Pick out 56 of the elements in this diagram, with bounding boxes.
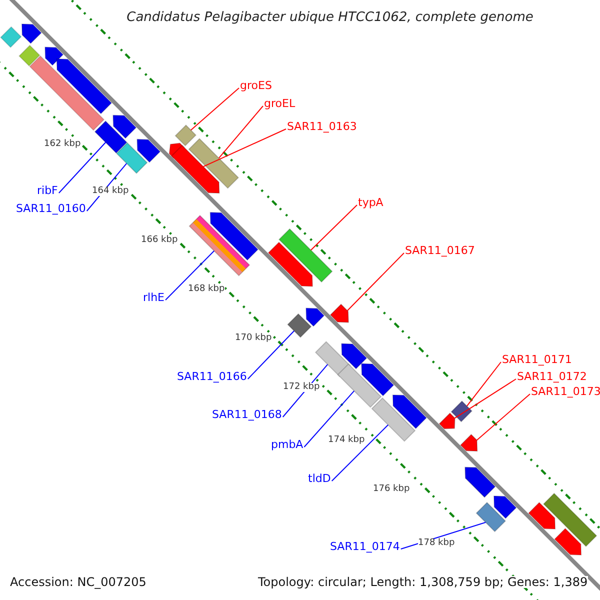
gene-label: SAR11_0163 <box>287 121 357 132</box>
leader-line <box>476 394 530 441</box>
gene-label: SAR11_0171 <box>502 354 572 365</box>
gene-label: groES <box>240 80 272 91</box>
gene-label: SAR11_0173 <box>531 386 600 397</box>
scale-label: 170 kbp <box>235 334 272 343</box>
gene-label: SAR11_0166 <box>177 371 247 382</box>
gene-feature <box>174 124 197 146</box>
gene-label: ribF <box>37 185 58 196</box>
gene-feature <box>287 313 312 338</box>
scale-label: 174 kbp <box>328 436 365 445</box>
scale-label: 168 kbp <box>188 285 225 294</box>
gene-label: SAR11_0168 <box>212 409 282 420</box>
scale-label: 164 kbp <box>92 187 129 196</box>
leader-line <box>247 330 295 380</box>
gene-label: groEL <box>264 98 296 109</box>
gene-label: typA <box>358 197 384 208</box>
gene-feature <box>371 397 416 442</box>
leader-line <box>304 390 355 448</box>
leader-line <box>58 142 106 194</box>
gene-feature <box>337 363 382 408</box>
scale-label: 162 kbp <box>44 140 81 149</box>
gene-feature <box>438 412 456 430</box>
leader-line <box>165 250 215 300</box>
gene-feature <box>278 228 333 283</box>
gene-feature <box>476 502 506 532</box>
footer-text: Topology: circular; Length: 1,308,759 bp; Genes: 1,389 <box>258 576 588 588</box>
gene-label: rlhE <box>143 292 165 303</box>
gene-feature <box>188 138 240 189</box>
gene-label: SAR11_0167 <box>405 245 475 256</box>
gene-label: SAR11_0174 <box>330 541 400 552</box>
scale-label: 176 kbp <box>373 485 410 494</box>
leader-line <box>218 106 264 159</box>
gene-label: pmbA <box>271 439 304 450</box>
gene-label: tldD <box>308 473 331 484</box>
footer-text: Accession: NC_007205 <box>10 576 146 588</box>
leader-line <box>202 128 286 168</box>
gene-label: SAR11_0160 <box>16 203 86 214</box>
gene-feature <box>464 466 496 498</box>
leader-line <box>454 378 516 419</box>
gene-feature <box>450 400 473 422</box>
scale-label: 178 kbp <box>418 539 455 548</box>
leader-line <box>466 362 502 407</box>
title: Candidatus Pelagibacter ubique HTCC1062, complete genome <box>126 11 534 24</box>
gene-feature <box>170 144 220 194</box>
gene-feature <box>330 304 349 323</box>
gene-label: SAR11_0172 <box>517 371 587 382</box>
gene-feature <box>94 120 128 154</box>
leader-line <box>346 252 404 312</box>
scale-label: 172 kbp <box>283 383 320 392</box>
gene-feature <box>116 142 148 174</box>
gene-feature <box>460 434 478 452</box>
scale-label: 166 kbp <box>141 236 178 245</box>
leader-line <box>331 424 389 482</box>
gene-feature <box>188 214 250 276</box>
leader-line <box>190 88 240 131</box>
